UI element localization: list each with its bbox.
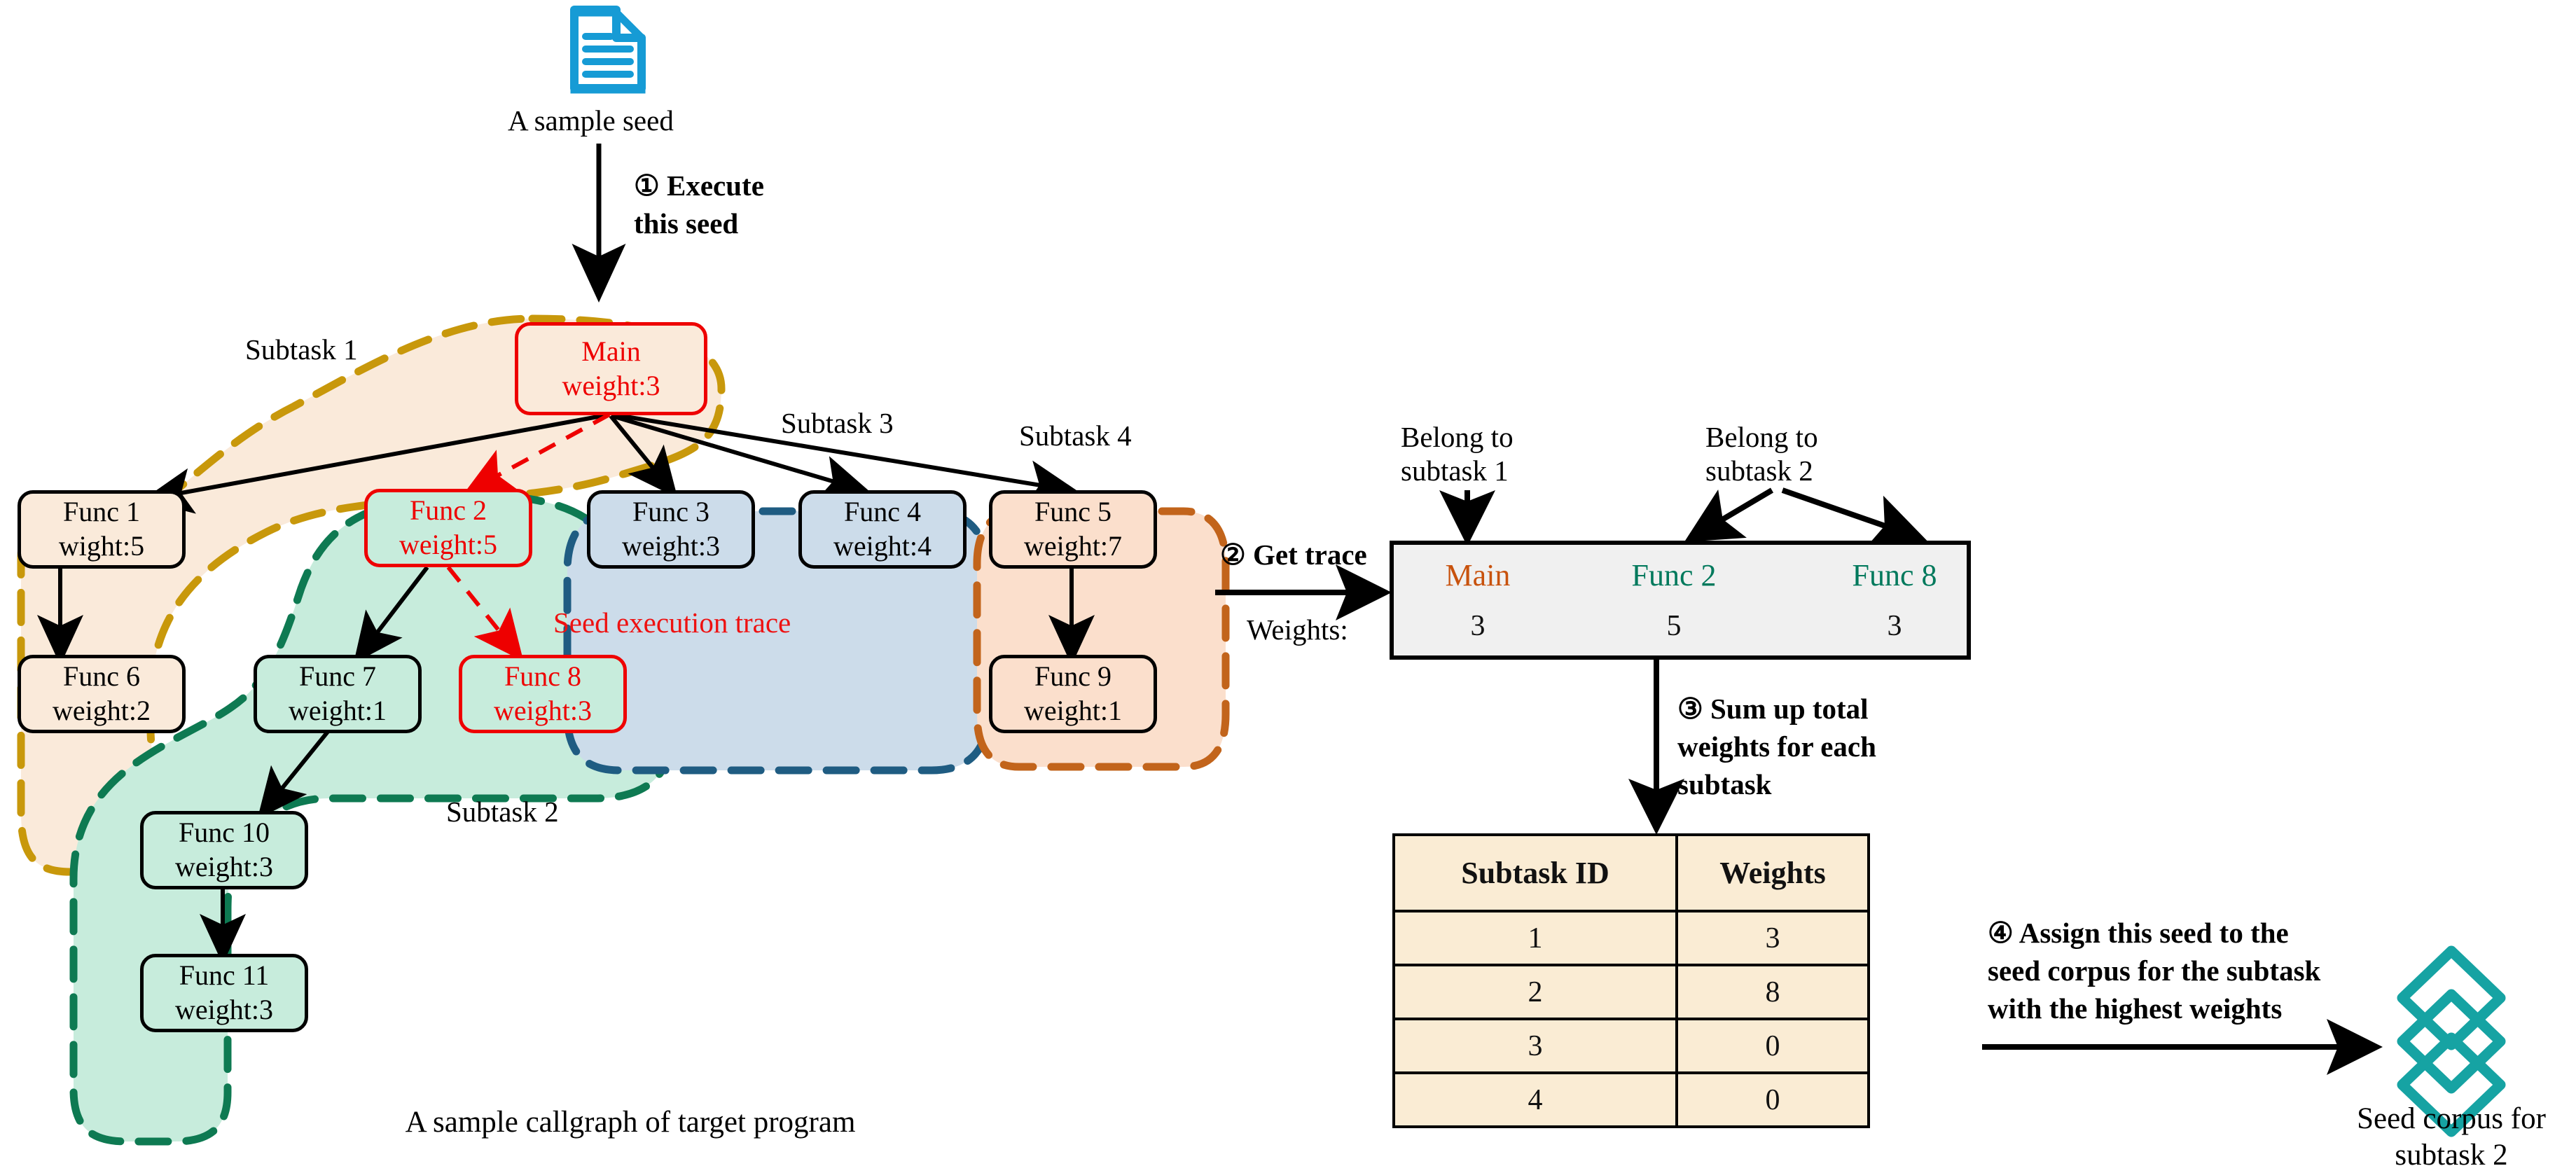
callgraph-edges: [37, 412, 1095, 964]
table-row[interactable]: 3 0: [1392, 1018, 1870, 1074]
step-1-label: ① Execute this seed: [634, 167, 764, 242]
node-func-5-weight: weight:7: [1024, 530, 1122, 562]
subtask-2-label: Subtask 2: [446, 796, 559, 828]
node-func-9[interactable]: Func 9 weight:1: [989, 655, 1157, 733]
trace-item-2-name: Func 8: [1852, 558, 1937, 592]
node-func-6-weight: weight:2: [53, 695, 151, 726]
trace-item-0-name: Main: [1445, 558, 1511, 592]
node-func-11-name: Func 11: [179, 959, 270, 992]
node-func-4-name: Func 4: [844, 496, 921, 528]
table-cell-subtask-id: 1: [1392, 910, 1678, 966]
node-func-2-weight: weight:5: [399, 529, 497, 560]
step-1-line-2: this seed: [634, 207, 739, 240]
belong-arrows: [1439, 487, 1927, 549]
node-func-9-weight: weight:1: [1024, 695, 1122, 726]
table-cell-subtask-id: 4: [1392, 1071, 1678, 1128]
step-3-line-2: weights for each: [1677, 730, 1876, 763]
table-header-weights: Weights: [1675, 833, 1870, 912]
table-row[interactable]: 4 0: [1392, 1071, 1870, 1128]
step-2-label: ② Get trace: [1220, 539, 1367, 571]
node-main-weight: weight:3: [562, 369, 660, 401]
node-func-10[interactable]: Func 10 weight:3: [140, 811, 308, 889]
node-func-11[interactable]: Func 11 weight:3: [140, 954, 308, 1032]
node-func-7-weight: weight:1: [289, 695, 387, 726]
node-func-3-name: Func 3: [632, 496, 709, 528]
table-cell-subtask-id: 3: [1392, 1018, 1678, 1074]
step-4-line-2: seed corpus for the subtask: [1988, 955, 2321, 987]
node-main-name: Main: [581, 335, 641, 367]
step-4-line-1: ④ Assign this seed to the: [1988, 917, 2289, 949]
node-func-10-name: Func 10: [179, 817, 270, 849]
table-row[interactable]: 1 3: [1392, 910, 1870, 966]
table-row[interactable]: 2 8: [1392, 964, 1870, 1020]
belong-2-line-2: subtask 2: [1705, 454, 1813, 487]
seed-corpus-label-line-1: Seed corpus for: [2357, 1102, 2546, 1135]
node-func-3[interactable]: Func 3 weight:3: [587, 490, 755, 569]
subtask-1-label: Subtask 1: [245, 333, 358, 366]
trace-item-2-weight: 3: [1887, 610, 1902, 642]
node-func-11-weight: weight:3: [175, 994, 273, 1025]
node-func-1-weight: wight:5: [58, 530, 145, 562]
node-func-2[interactable]: Func 2 weight:5: [364, 489, 532, 567]
subtask-3-region: [563, 507, 992, 775]
node-func-8[interactable]: Func 8 weight:3: [459, 655, 627, 733]
node-func-8-name: Func 8: [504, 660, 581, 693]
node-func-9-name: Func 9: [1034, 660, 1112, 693]
step-1-line-1: ① Execute: [634, 169, 764, 202]
document-icon: [570, 6, 646, 94]
trace-item-1-name: Func 2: [1631, 558, 1717, 592]
table-cell-weight: 0: [1675, 1018, 1870, 1074]
node-func-6-name: Func 6: [63, 660, 140, 693]
subtask-3-label: Subtask 3: [781, 407, 894, 439]
node-func-7-name: Func 7: [299, 660, 376, 693]
subtask-weights-table: Subtask ID Weights 1 3 2 8 3 0 4 0: [1392, 833, 1870, 1128]
node-func-6[interactable]: Func 6 weight:2: [18, 655, 186, 733]
table-cell-weight: 0: [1675, 1071, 1870, 1128]
node-func-1[interactable]: Func 1 wight:5: [18, 490, 186, 569]
belong-2-line-1: Belong to: [1705, 421, 1818, 453]
node-func-1-name: Func 1: [63, 496, 140, 528]
node-func-4[interactable]: Func 4 weight:4: [798, 490, 967, 569]
belong-1-line-2: subtask 1: [1401, 454, 1509, 487]
node-func-5-name: Func 5: [1034, 496, 1112, 528]
belong-to-subtask-1-label: Belong to subtask 1: [1401, 420, 1514, 487]
node-func-4-weight: weight:4: [833, 530, 932, 562]
execution-trace-strip: Main Func 2 Func 8 3 5 3: [1390, 541, 1971, 660]
node-main[interactable]: Main weight:3: [515, 322, 707, 415]
table-cell-subtask-id: 2: [1392, 964, 1678, 1020]
step-3-label: ③ Sum up total weights for each subtask: [1677, 690, 1876, 803]
table-header-subtask-id: Subtask ID: [1392, 833, 1678, 912]
seed-label: A sample seed: [508, 104, 674, 137]
subtask-4-label: Subtask 4: [1019, 419, 1132, 452]
node-func-10-weight: weight:3: [175, 851, 273, 882]
node-func-8-weight: weight:3: [494, 695, 592, 726]
trace-item-0-weight: 3: [1470, 610, 1486, 642]
table-cell-weight-highlighted: 8: [1675, 964, 1870, 1020]
belong-1-line-1: Belong to: [1401, 421, 1514, 453]
step-3-line-1: ③ Sum up total: [1677, 693, 1869, 725]
trace-item-1-weight: 5: [1666, 610, 1682, 642]
table-header-row: Subtask ID Weights: [1392, 833, 1870, 912]
seed-execution-trace-label: Seed execution trace: [553, 606, 791, 639]
stacked-layers-icon: [2397, 945, 2506, 1137]
node-func-5[interactable]: Func 5 weight:7: [989, 490, 1157, 569]
step-4-line-3: with the highest weights: [1988, 992, 2283, 1025]
callgraph-caption: A sample callgraph of target program: [405, 1106, 856, 1139]
step-3-line-3: subtask: [1677, 768, 1772, 801]
step-4-label: ④ Assign this seed to the seed corpus fo…: [1988, 914, 2320, 1027]
table-cell-weight: 3: [1675, 910, 1870, 966]
node-func-7[interactable]: Func 7 weight:1: [254, 655, 422, 733]
node-func-3-weight: weight:3: [622, 530, 720, 562]
node-func-2-name: Func 2: [410, 494, 487, 527]
belong-to-subtask-2-label: Belong to subtask 2: [1705, 420, 1818, 487]
weights-row-label: Weights:: [1247, 613, 1348, 646]
seed-corpus-label: Seed corpus for subtask 2: [2311, 1101, 2576, 1166]
seed-corpus-label-line-2: subtask 2: [2395, 1138, 2508, 1166]
